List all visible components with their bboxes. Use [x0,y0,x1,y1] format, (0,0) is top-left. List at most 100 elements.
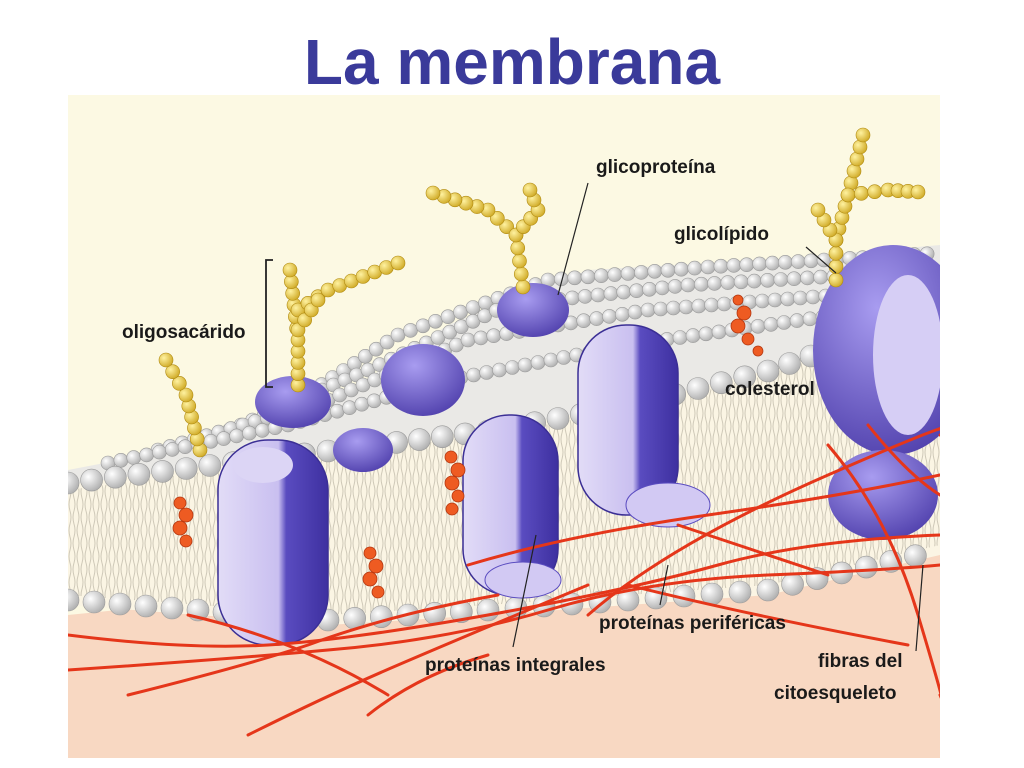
surface-protein-1 [255,376,331,428]
lipid-head [726,258,742,273]
lipid-head [686,377,710,400]
lipid-head [754,293,770,309]
lipid-head [802,311,818,327]
sugar-unit [828,259,844,274]
cholesterol-molecules [172,294,764,599]
surface-protein-3 [333,428,393,472]
lipid-head [687,260,703,276]
lipid-head [660,263,676,278]
lipid-head [777,255,793,270]
lipid-head [685,328,701,343]
lipid-head [198,454,222,477]
sugar-unit [810,202,826,218]
sugar-unit [499,219,514,234]
integral-protein-middle [462,414,562,599]
lipid-head [752,256,767,272]
lipid-head [813,269,828,285]
lipid-head [800,270,815,286]
lipid-head [492,362,507,378]
lipid-head [760,273,775,288]
lipid-head [354,396,370,412]
label-cholesterol: colesterol [725,379,815,400]
sugar-unit [515,279,531,295]
lipid-head [329,403,345,419]
oligosaccharide-bracket [265,259,273,388]
lipid-head [691,298,707,314]
lipid-head [654,280,670,296]
lipid-head [177,439,193,455]
lipid-head [139,447,154,463]
lipid-head [216,431,231,446]
lipid-head [642,282,657,297]
lipid-head [593,268,609,283]
lipid-head [473,330,489,346]
lipid-head [633,265,649,280]
sugar-unit [828,246,844,261]
lipid-head [614,307,630,322]
lipid-head [602,309,617,324]
sugar-unit [165,364,180,379]
lipid-head [430,425,454,449]
lipid-head [816,252,832,268]
sugar-unit [425,185,441,201]
sugar-unit [849,151,865,167]
lipid-head [82,590,106,614]
sugar-unit [522,182,538,198]
lipid-head [486,328,502,343]
lipid-head [342,400,357,416]
lipid-head [151,460,174,483]
sugar-unit [390,255,406,271]
lipid-head [556,350,572,365]
lipid-head [629,283,644,298]
lipid-head [134,594,158,618]
lipid-head [460,332,476,348]
label-peripheral-proteins: proteínas periféricas [599,613,786,634]
lipid-head [746,273,762,289]
lipid-head [479,365,494,380]
sugar-unit [855,127,871,143]
lipid-head [673,261,689,277]
lipid-head [716,296,732,312]
membrane-diagram: glicoproteína glicolípido oligosacárido … [68,95,940,758]
lipid-head [756,359,780,383]
lipid-head [68,471,80,495]
lipid-head [466,367,482,383]
label-oligosaccharide: oligosacárido [122,322,246,343]
sugar-unit [513,266,529,282]
lipid-head [108,592,132,616]
lipid-head [589,311,604,326]
lipid-head [368,341,384,357]
sugar-unit [512,253,527,269]
lipid-head [113,452,129,468]
lipid-head [576,313,592,328]
lipid-head [607,267,623,282]
lipid-head [781,572,804,596]
lipid-head [672,330,688,345]
sugar-unit [846,163,862,179]
sugar-unit [510,240,526,256]
lipid-head [763,317,779,332]
sugar-unit [867,184,882,199]
lipid-head [366,393,382,409]
lipid-head [80,468,103,492]
lipid-head [693,276,709,292]
lipid-head [776,315,792,330]
lipid-head [465,300,481,315]
lipid-head [765,255,780,271]
lipid-head [750,319,766,334]
lipid-head [620,266,636,281]
lipid-head [728,580,752,604]
lipid-head [440,309,456,324]
lipid-head [242,425,257,441]
lipid-head [773,272,789,287]
sugar-unit [178,387,194,403]
sugar-unit [158,352,174,368]
sugar-unit [840,187,856,203]
lipid-head [707,276,722,291]
sugar-unit [852,139,868,155]
lipid-head [904,544,927,568]
surface-protein-2 [381,344,465,416]
lipid-head [379,334,395,350]
sugar-unit [310,292,326,308]
sugar-unit [843,175,859,191]
